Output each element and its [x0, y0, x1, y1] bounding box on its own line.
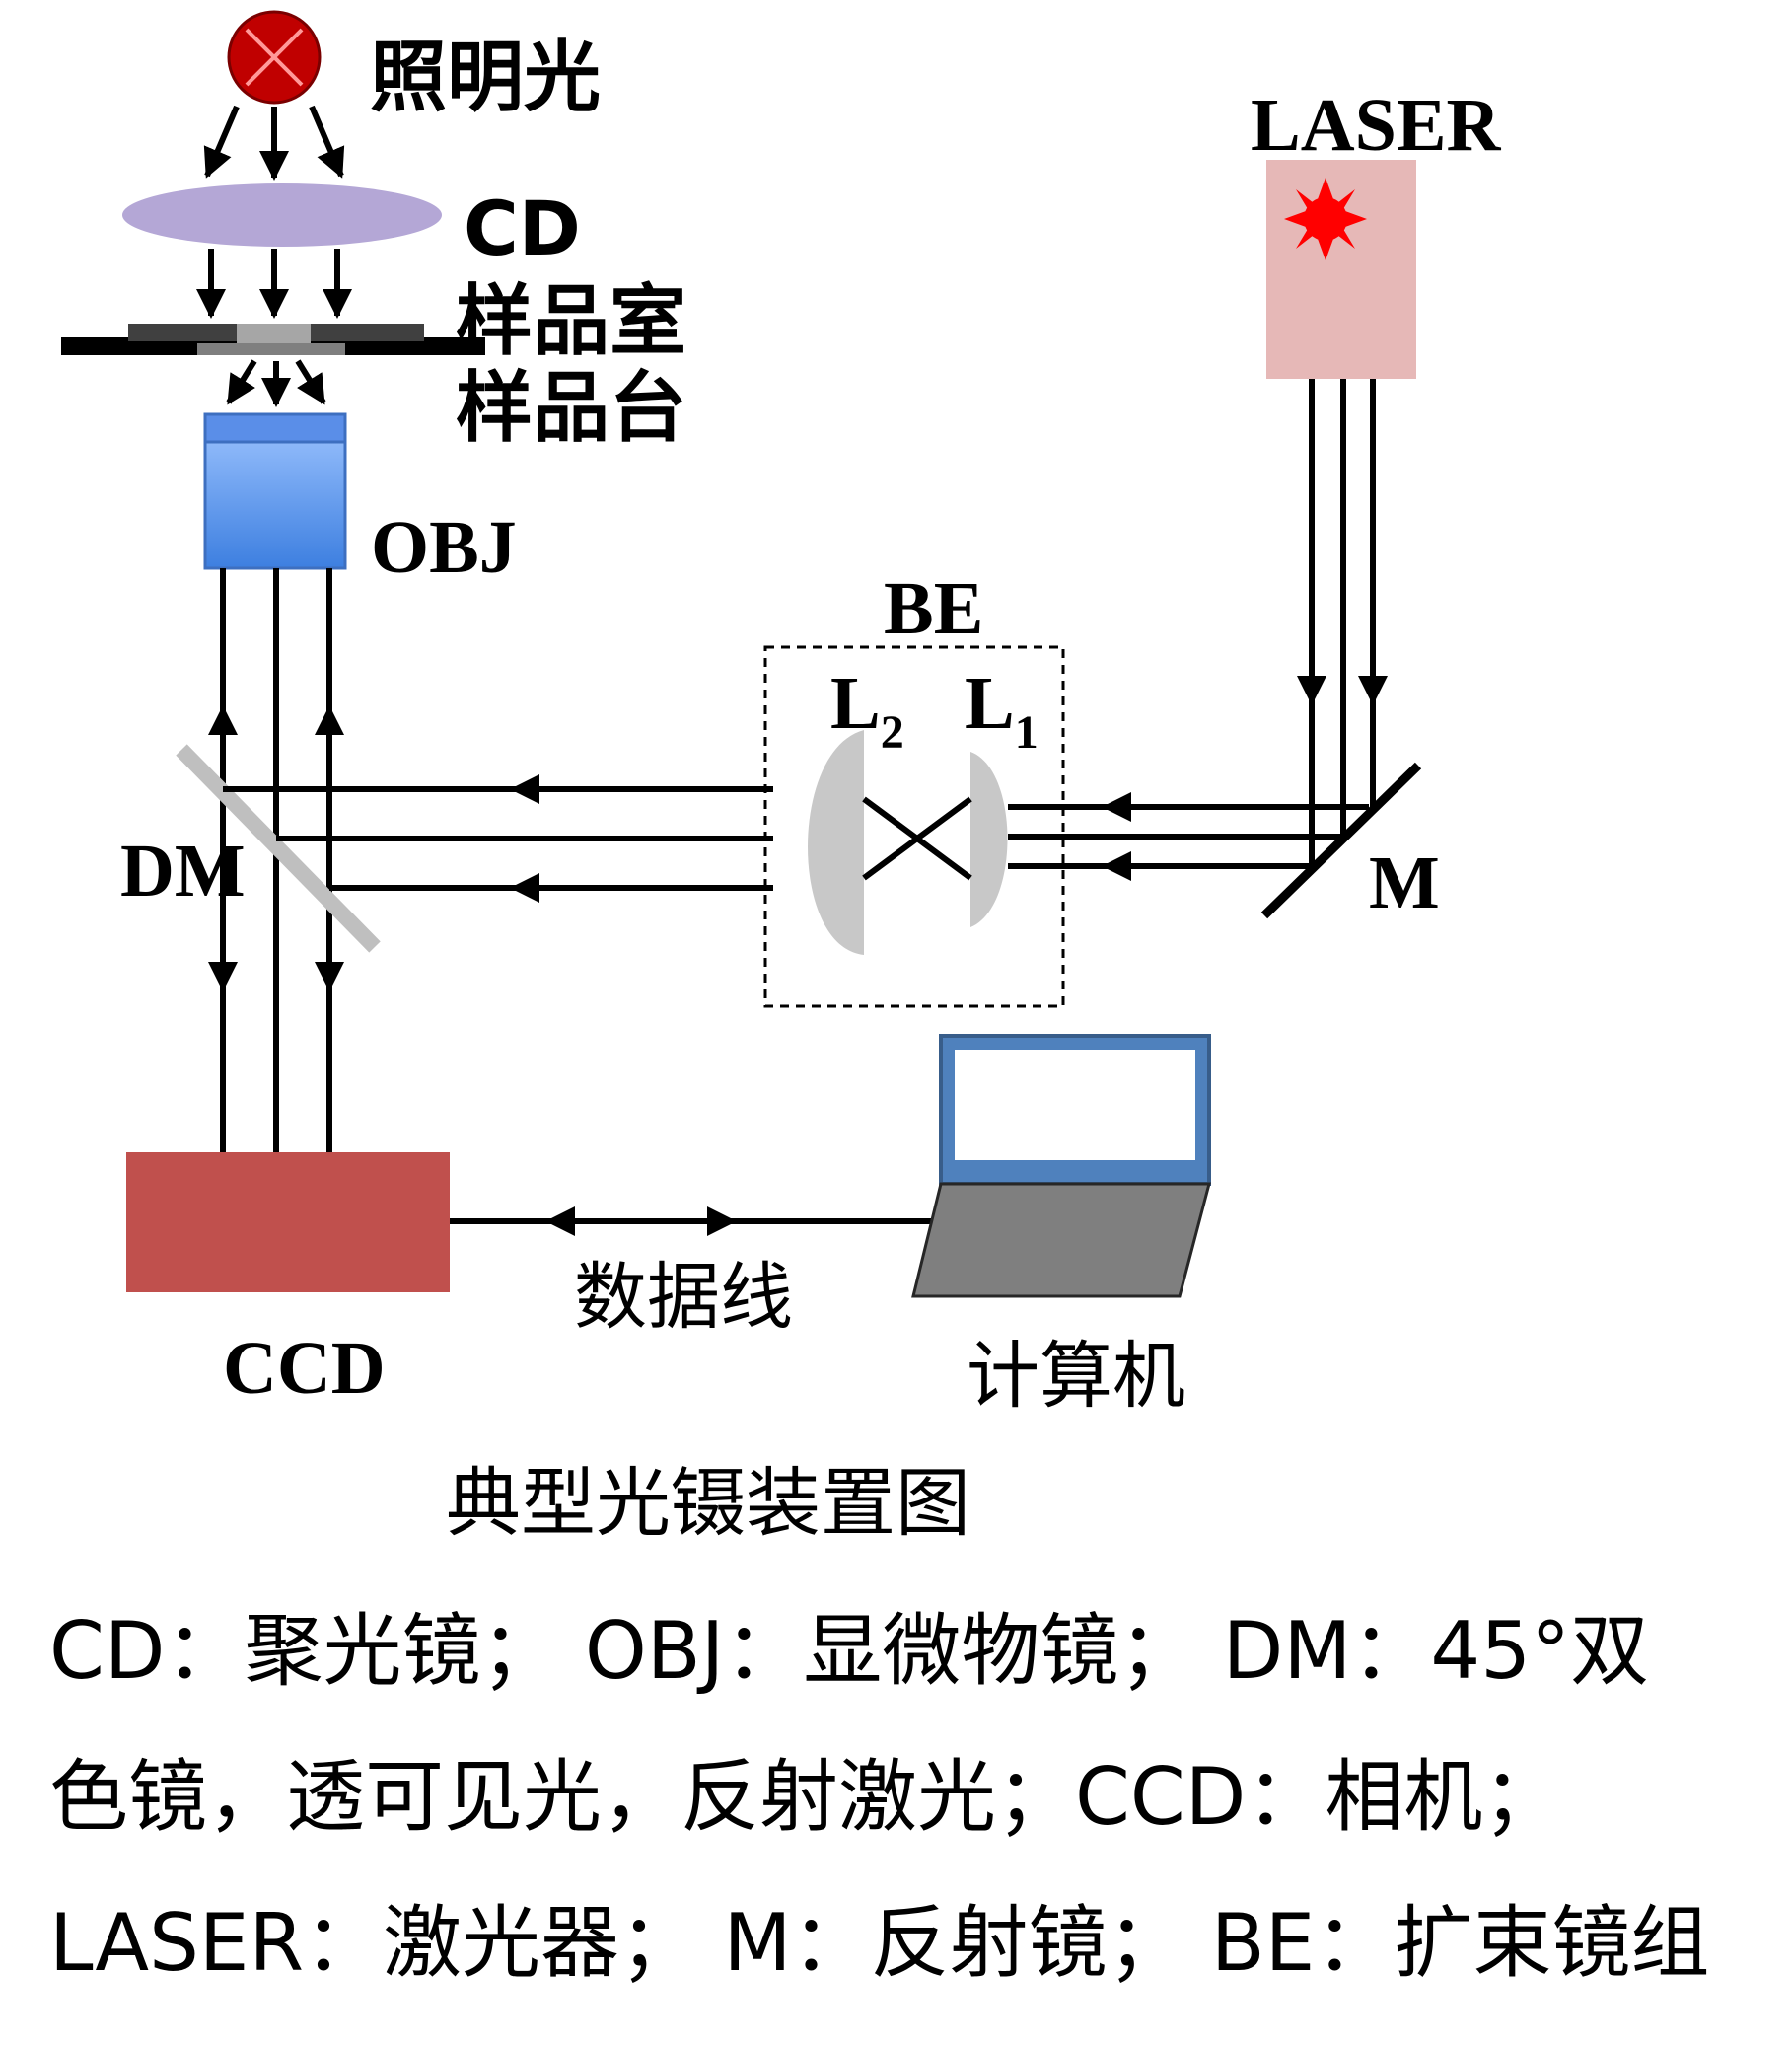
- illumination-label: 照明光: [370, 34, 601, 122]
- dm-label: DM: [120, 830, 246, 913]
- legend-line-2: 色镜，透可见光，反射激光；CCD：相机；: [49, 1751, 1562, 1843]
- l2-label: L2: [830, 662, 904, 759]
- ccd-label: CCD: [223, 1327, 386, 1410]
- beam-expander-box: [763, 645, 1065, 1008]
- illumination-lamp-icon: [227, 10, 322, 105]
- illumination-arrows: [203, 105, 345, 181]
- l2-label-main: L: [830, 662, 881, 745]
- sample-scatter-arrows: [226, 359, 326, 407]
- l1-label: L1: [965, 662, 1039, 759]
- objective-lens: [203, 412, 347, 570]
- cd-label: CD: [464, 184, 581, 272]
- l1-label-sub: 1: [1015, 706, 1039, 759]
- dichroic-mirror: [176, 744, 381, 953]
- m-label: M: [1369, 841, 1440, 924]
- laser-label: LASER: [1251, 84, 1502, 167]
- l2-label-sub: 2: [881, 706, 904, 759]
- l1-label-main: L: [965, 662, 1015, 745]
- legend-line-3: LASER：激光器； M：反射镜； BE：扩束镜组: [49, 1897, 1710, 1989]
- lens-l2: [808, 730, 864, 955]
- ccd-camera: [126, 1152, 450, 1292]
- diagram-caption: 典型光镊装置图: [446, 1459, 970, 1547]
- condenser-lens: [122, 183, 442, 247]
- data-line-label: 数据线: [574, 1255, 793, 1340]
- legend-line-1: CD：聚光镜； OBJ：显微物镜； DM：45°双: [49, 1605, 1650, 1697]
- laser-beams: [1297, 379, 1388, 866]
- computer-icon: [911, 1034, 1211, 1298]
- sample-stage: [61, 324, 485, 355]
- vertical-beams-objective: [208, 568, 344, 1152]
- focus-rays: [862, 796, 972, 881]
- mirror: [1260, 762, 1422, 919]
- computer-label: 计算机: [967, 1334, 1185, 1419]
- laser-box: [1266, 160, 1416, 379]
- be-label: BE: [884, 567, 983, 650]
- lens-l1: [970, 752, 1008, 927]
- condenser-arrows: [196, 249, 352, 319]
- sample-chamber-label: 样品室: [456, 277, 686, 366]
- sample-stage-label: 样品台: [456, 364, 686, 453]
- laser-star-icon: [1284, 178, 1367, 260]
- legend: CD：聚光镜； OBJ：显微物镜； DM：45°双 色镜，透可见光，反射激光；C…: [49, 1578, 1765, 2016]
- obj-label: OBJ: [371, 506, 517, 589]
- horizontal-beams-left: [223, 774, 773, 903]
